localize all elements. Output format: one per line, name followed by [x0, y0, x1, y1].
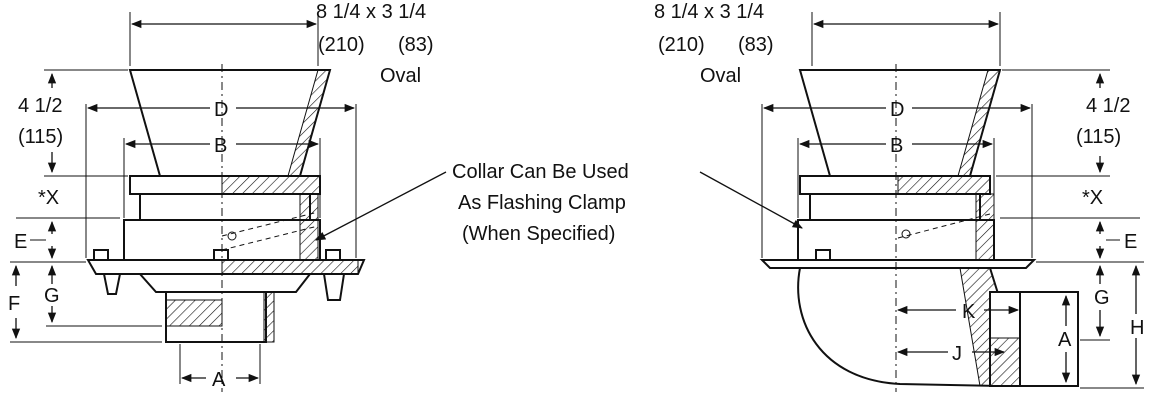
- callout-leaders: [315, 171, 803, 241]
- labels-left: 8 1/4 x 3 1/4 (210) (83) Oval 4 1/2 (115…: [8, 1, 434, 391]
- left-top-dim: 8 1/4 x 3 1/4: [316, 1, 426, 23]
- right-x-label: *X: [1082, 187, 1103, 209]
- callout-line-2: As Flashing Clamp: [458, 192, 626, 214]
- right-g-label: G: [1094, 287, 1110, 309]
- right-top-dim-mm-1: (210): [658, 34, 705, 56]
- left-height-dim-mm: (115): [18, 126, 63, 148]
- right-flange: [759, 259, 1037, 269]
- right-oval-label: Oval: [700, 65, 741, 87]
- callout-line-1: Collar Can Be Used: [452, 161, 629, 183]
- right-k-label: K: [962, 301, 976, 323]
- left-top-dim-mm-2: (83): [398, 34, 434, 56]
- right-body: [809, 193, 981, 221]
- left-height-dim: 4 1/2: [18, 95, 62, 117]
- left-g-label: G: [44, 285, 60, 307]
- left-oval-label: Oval: [380, 65, 421, 87]
- right-e-label: E: [1124, 231, 1137, 253]
- left-view: [10, 12, 366, 392]
- left-body: [139, 193, 311, 221]
- left-x-label: *X: [38, 187, 59, 209]
- left-a-label: A: [212, 369, 226, 391]
- right-h-label: H: [1130, 317, 1144, 339]
- left-e-label: E: [14, 231, 27, 253]
- right-height-dim-mm: (115): [1076, 126, 1121, 148]
- left-d-label: D: [214, 99, 228, 121]
- right-view: [759, 12, 1144, 392]
- right-j-label: J: [952, 343, 962, 365]
- callout-line-3: (When Specified): [462, 223, 615, 245]
- labels-right: 8 1/4 x 3 1/4 (210) (83) Oval 4 1/2 (115…: [654, 1, 1144, 365]
- right-top-dim-mm-2: (83): [738, 34, 774, 56]
- left-top-dim-mm-1: (210): [318, 34, 365, 56]
- right-a-label: A: [1058, 329, 1072, 351]
- right-b-label: B: [890, 135, 903, 157]
- left-f-label: F: [8, 293, 20, 315]
- callout-text: Collar Can Be Used As Flashing Clamp (Wh…: [452, 161, 629, 245]
- right-top-dim: 8 1/4 x 3 1/4: [654, 1, 764, 23]
- right-elbow: [797, 267, 1001, 388]
- right-height-dim: 4 1/2: [1086, 95, 1130, 117]
- right-d-label: D: [890, 99, 904, 121]
- left-b-label: B: [214, 135, 227, 157]
